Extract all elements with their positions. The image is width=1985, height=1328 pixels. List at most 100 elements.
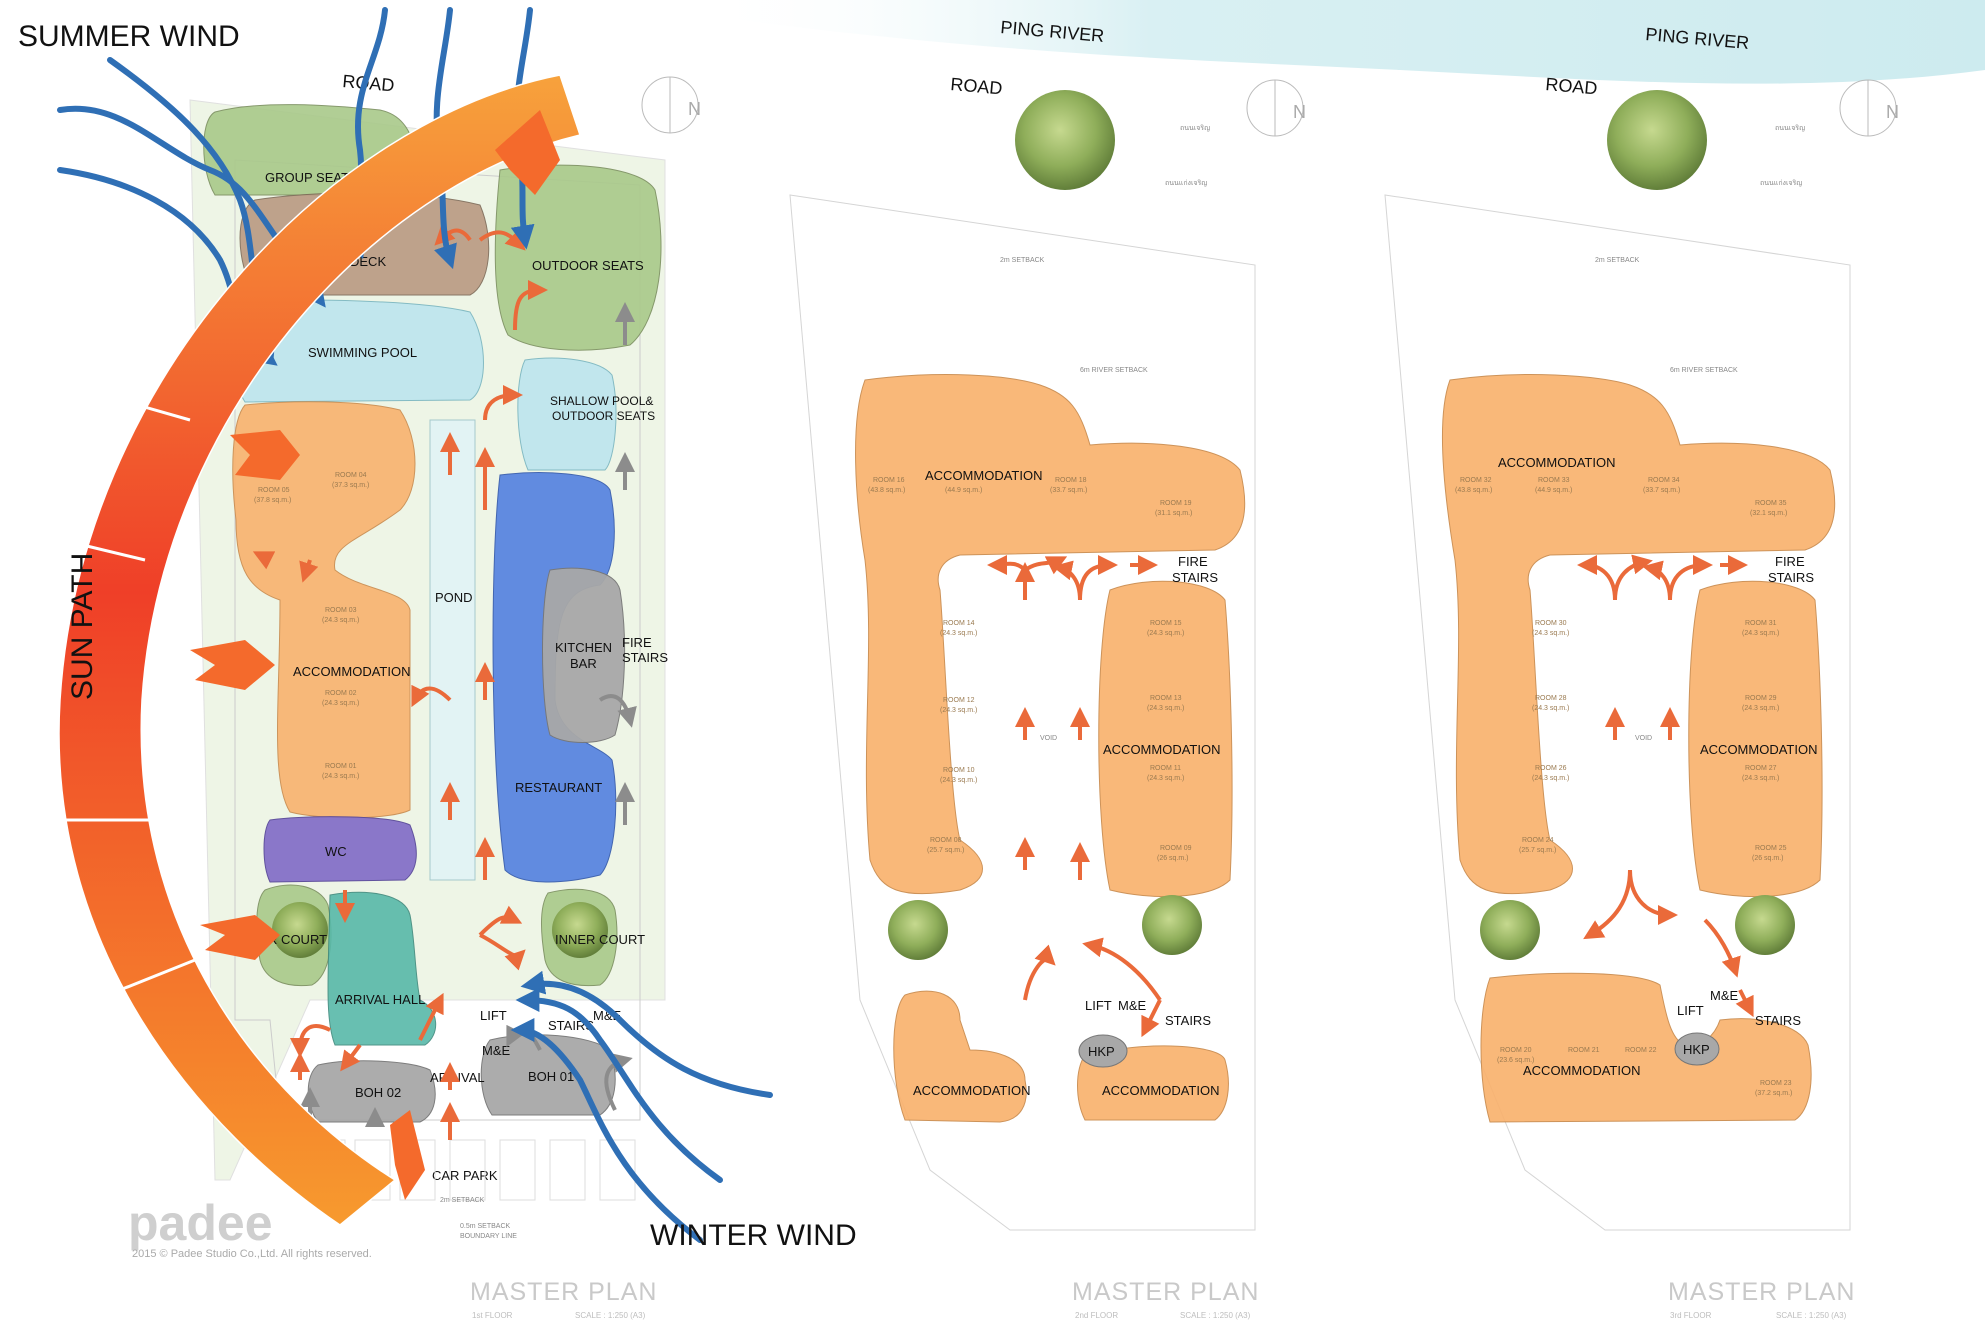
room-23-label: ROOM 23 [1760, 1080, 1792, 1087]
circulation-arrows-1 [252, 224, 548, 1140]
shallow-pool-label-1: SHALLOW POOL& [550, 394, 653, 408]
accommodation-label-2c: ACCOMMODATION [913, 1083, 1030, 1098]
stairs-label-3a: STAIRS [1768, 570, 1814, 585]
tree-icon [888, 900, 948, 960]
room-18-area: (33.7 sq.m.) [1050, 487, 1087, 494]
zone-hkp-2 [1078, 1034, 1128, 1068]
room-30-area: (24.3 sq.m.) [1532, 630, 1569, 637]
void-label-3: VOID [1635, 735, 1652, 742]
room-24-label: ROOM 24 [1522, 837, 1554, 844]
bar-label: BAR [570, 656, 597, 671]
plan-2nd-floor: ROAD N ถนนเจริญ ถนนแก่งเจริญ 2m SETBACK … [789, 74, 1306, 1231]
shallow-pool-label-2: OUTDOOR SEATS [552, 409, 655, 423]
accommodation-label-3a: ACCOMMODATION [1498, 455, 1615, 470]
zone-accommodation-upper-3 [1441, 374, 1836, 895]
room-26-label: ROOM 26 [1535, 765, 1567, 772]
accommodation-label-3b: ACCOMMODATION [1700, 742, 1817, 757]
accommodation-label-2b: ACCOMMODATION [1103, 742, 1220, 757]
sun-path-label: SUN PATH [66, 553, 99, 700]
tree-icon [1480, 900, 1540, 960]
me-label-2: M&E [1118, 998, 1147, 1013]
road-label-2: ROAD [950, 74, 1004, 98]
room-16-label: ROOM 16 [873, 477, 905, 484]
room-19-area: (31.1 sq.m.) [1155, 510, 1192, 517]
zone-accommodation-1 [232, 401, 416, 819]
zone-shallow-pool [517, 357, 617, 471]
room-20-area: (23.6 sq.m.) [1497, 1057, 1534, 1064]
scale-label-3: SCALE : 1:250 (A3) [1776, 1311, 1847, 1320]
boh-01-label: BOH 01 [528, 1069, 574, 1084]
accommodation-label-2d: ACCOMMODATION [1102, 1083, 1219, 1098]
river-setback-2: 6m RIVER SETBACK [1080, 367, 1148, 374]
room-03-label: ROOM 03 [325, 607, 357, 614]
river-band [700, 0, 1985, 84]
room-32-label: ROOM 32 [1460, 477, 1492, 484]
boh-02-label: BOH 02 [355, 1085, 401, 1100]
me-label-1a: M&E [482, 1043, 511, 1058]
room-08-label: ROOM 08 [930, 837, 962, 844]
zone-accommodation-right-2 [1098, 580, 1233, 898]
room-14-label: ROOM 14 [943, 620, 975, 627]
room-27-area: (24.3 sq.m.) [1742, 775, 1779, 782]
room-22-label: ROOM 22 [1625, 1047, 1657, 1054]
north-arrow-2: N [1246, 79, 1306, 137]
inner-court-label-right: INNER COURT [555, 932, 645, 947]
arrival-hall-label: ARRIVAL HALL [335, 992, 425, 1007]
room-02-area: (24.3 sq.m.) [322, 700, 359, 707]
room-10-label: ROOM 10 [943, 767, 975, 774]
setback-2m-2: 2m SETBACK [1000, 257, 1045, 264]
room-16-area: (43.8 sq.m.) [868, 487, 905, 494]
river-setback-3: 6m RIVER SETBACK [1670, 367, 1738, 374]
padee-watermark: padee [128, 1195, 273, 1251]
lift-label-3: LIFT [1677, 1003, 1704, 1018]
room-05-label: ROOM 05 [258, 487, 290, 494]
room-28-area: (24.3 sq.m.) [1532, 705, 1569, 712]
room-18-label: ROOM 18 [1055, 477, 1087, 484]
wc-label: WC [325, 844, 347, 859]
circulation-arrows-3 [1577, 554, 1754, 1018]
room-12-label: ROOM 12 [943, 697, 975, 704]
setback-2m-1: 2m SETBACK [440, 1197, 485, 1204]
room-13-area: (24.3 sq.m.) [1147, 705, 1184, 712]
room-08-area: (25.7 sq.m.) [927, 847, 964, 854]
room-27-label: ROOM 27 [1745, 765, 1777, 772]
room-31-label: ROOM 31 [1745, 620, 1777, 627]
site-boundary-3 [1384, 194, 1851, 1231]
room-34-area: (33.7 sq.m.) [1643, 487, 1680, 494]
room-09-label: ROOM 09 [1160, 845, 1192, 852]
setback-05m-1: 0.5m SETBACK [460, 1223, 511, 1230]
grey-arrows-1 [300, 302, 637, 1127]
room-30-label: ROOM 30 [1535, 620, 1567, 627]
master-plan-title-1: MASTER PLAN [470, 1278, 657, 1306]
room-14-area: (24.3 sq.m.) [940, 630, 977, 637]
road-label-3: ROAD [1545, 74, 1599, 98]
me-label-3: M&E [1710, 988, 1739, 1003]
zone-arrival-hall [327, 891, 437, 1046]
stairs-label-3b: STAIRS [1755, 1013, 1801, 1028]
room-33-label: ROOM 33 [1538, 477, 1570, 484]
room-31-area: (24.3 sq.m.) [1742, 630, 1779, 637]
fire-stairs-label-1a: FIRE [622, 635, 652, 650]
stairs-label-2b: STAIRS [1165, 1013, 1211, 1028]
svg-text:N: N [1293, 102, 1306, 122]
setback-2m-3: 2m SETBACK [1595, 257, 1640, 264]
tree-icon [1142, 895, 1202, 955]
summer-wind-label: SUMMER WIND [18, 20, 240, 53]
tree-icon [1015, 90, 1115, 190]
car-park-label: CAR PARK [432, 1168, 498, 1183]
void-label-2: VOID [1040, 735, 1057, 742]
room-25-area: (26 sq.m.) [1752, 855, 1784, 862]
room-26-area: (24.3 sq.m.) [1532, 775, 1569, 782]
lift-label-2: LIFT [1085, 998, 1112, 1013]
stairs-label-2a: STAIRS [1172, 570, 1218, 585]
room-04-area: (37.3 sq.m.) [332, 482, 369, 489]
tree-icon [1735, 895, 1795, 955]
thai-road-2: ถนนแก่งเจริญ [1165, 179, 1207, 187]
svg-text:N: N [688, 99, 701, 119]
fire-stairs-label-1b: STAIRS [622, 650, 668, 665]
zone-pond [429, 419, 476, 881]
room-09-area: (26 sq.m.) [1157, 855, 1189, 862]
room-02-label: ROOM 02 [325, 690, 357, 697]
room-03-area: (24.3 sq.m.) [322, 617, 359, 624]
